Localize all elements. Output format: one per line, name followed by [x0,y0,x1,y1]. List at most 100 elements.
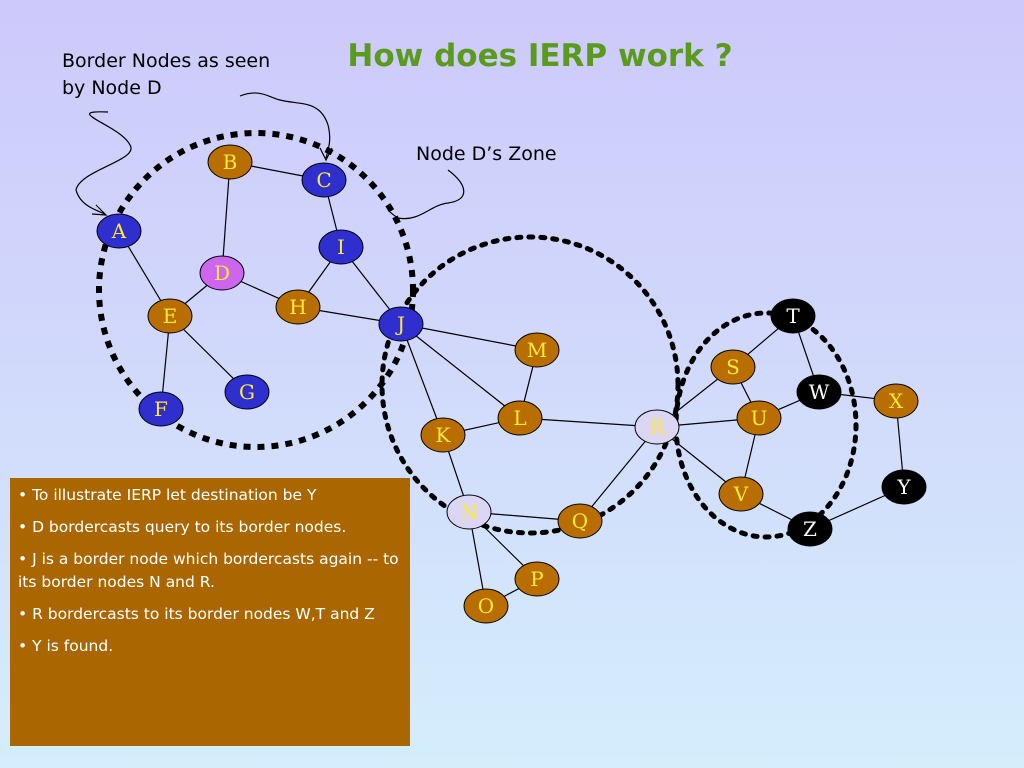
node-u: U [736,400,782,436]
zone-j-circle [379,234,681,536]
node-b-label: B [223,150,238,174]
node-s-shape [710,349,756,385]
node-m: M [514,332,560,368]
node-i-shape [318,229,364,265]
node-p-shape [514,561,560,597]
edge-j-l [400,323,521,419]
node-j-label: J [395,312,405,336]
node-y-shape [881,469,927,505]
node-n-shape [446,494,492,530]
node-y: Y [881,469,927,505]
node-e: E [147,298,193,334]
edge-q-r [579,426,658,522]
node-v-shape [718,476,764,512]
node-s: S [710,349,756,385]
callout-arrow-head-a [91,204,108,216]
zone-d-circle [96,130,416,450]
node-q-label: Q [572,509,588,533]
node-w-shape [796,374,842,410]
node-e-label: E [163,304,178,328]
node-x-label: X [889,389,904,413]
node-v: V [718,476,764,512]
node-n-label: N [460,500,478,524]
node-s-label: S [726,355,740,379]
node-k: K [420,417,466,453]
node-x-shape [873,383,919,419]
edge-l-r [519,417,658,428]
node-l: L [497,400,543,436]
node-m-label: M [527,338,547,362]
node-c-shape [301,162,347,198]
node-d-label: D [214,261,230,285]
node-w: W [796,374,842,410]
node-u-shape [736,400,782,436]
node-n: N [446,494,492,530]
node-v-label: V [733,482,749,506]
edge-b-d [221,161,231,274]
node-q-shape [557,503,603,539]
node-o-shape [463,588,509,624]
node-r-shape [634,409,680,445]
node-u-label: U [751,406,768,430]
edge-j-k [400,323,444,436]
node-c-label: C [316,168,331,192]
node-j: J [378,306,424,342]
node-e-shape [147,298,193,334]
node-k-shape [420,417,466,453]
node-z-label: Z [803,517,817,541]
node-j-shape [378,306,424,342]
node-t: T [770,298,816,334]
node-g-label: G [239,380,255,404]
slide-title: How does IERP work ? [347,38,733,74]
node-p: P [514,561,560,597]
bullet-5: • Y is found. [18,637,114,655]
border-nodes-callout: Border Nodes as seen by Node D [62,50,271,99]
nodes-layer: A B C D E F G H I J K L M N O P Q R S T U V W X Y Z [96,144,927,624]
node-q: Q [557,503,603,539]
bullet-3: • J is a border node which bordercasts a… [18,550,399,591]
bullet-4: • R bordercasts to its border nodes W,T … [18,605,375,623]
node-i-label: I [337,235,345,259]
node-f-shape [138,391,184,427]
node-o-label: O [478,594,494,618]
node-a-label: A [111,219,127,243]
node-r: R [634,409,680,445]
node-k-label: K [436,423,452,447]
bullet-2: • D bordercasts query to its border node… [18,518,347,536]
node-g-shape [224,374,270,410]
node-w-label: W [809,380,830,404]
node-z: Z [787,511,833,547]
node-z-shape [787,511,833,547]
callout-arrow-to-a [75,111,132,215]
node-a: A [96,213,142,249]
info-box: • To illustrate IERP let destination be … [10,478,410,746]
zone-callout-arrow [387,169,465,220]
node-f: F [138,391,184,427]
node-g: G [224,374,270,410]
node-d: D [199,255,245,291]
node-a-shape [96,213,142,249]
edge-j-m [400,323,538,351]
node-d-shape [199,255,245,291]
zone-callout: Node D’s Zone [416,143,557,165]
node-h-label: H [289,295,306,319]
node-p-label: P [530,567,543,591]
node-i: I [318,229,364,265]
node-h: H [275,289,321,325]
node-l-shape [497,400,543,436]
node-y-label: Y [896,475,911,499]
node-r-label: R [649,415,665,439]
node-t-shape [770,298,816,334]
node-x: X [873,383,919,419]
node-b-shape [207,144,253,180]
node-l-label: L [513,406,526,430]
node-b: B [207,144,253,180]
node-f-label: F [154,397,168,421]
node-c: C [301,162,347,198]
callout-arrow-to-c [239,92,331,159]
node-h-shape [275,289,321,325]
node-o: O [463,588,509,624]
node-m-shape [514,332,560,368]
node-t-label: T [786,304,800,328]
